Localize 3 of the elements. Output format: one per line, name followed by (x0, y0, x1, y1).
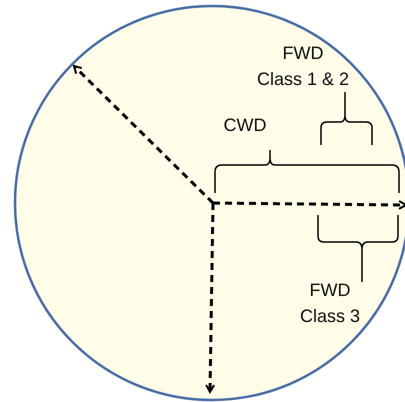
annotation-label: FWD Class 3 (300, 279, 360, 328)
annotation-label: FWD Class 1 & 2 (256, 42, 350, 91)
annotation-label: CWD (224, 114, 266, 137)
